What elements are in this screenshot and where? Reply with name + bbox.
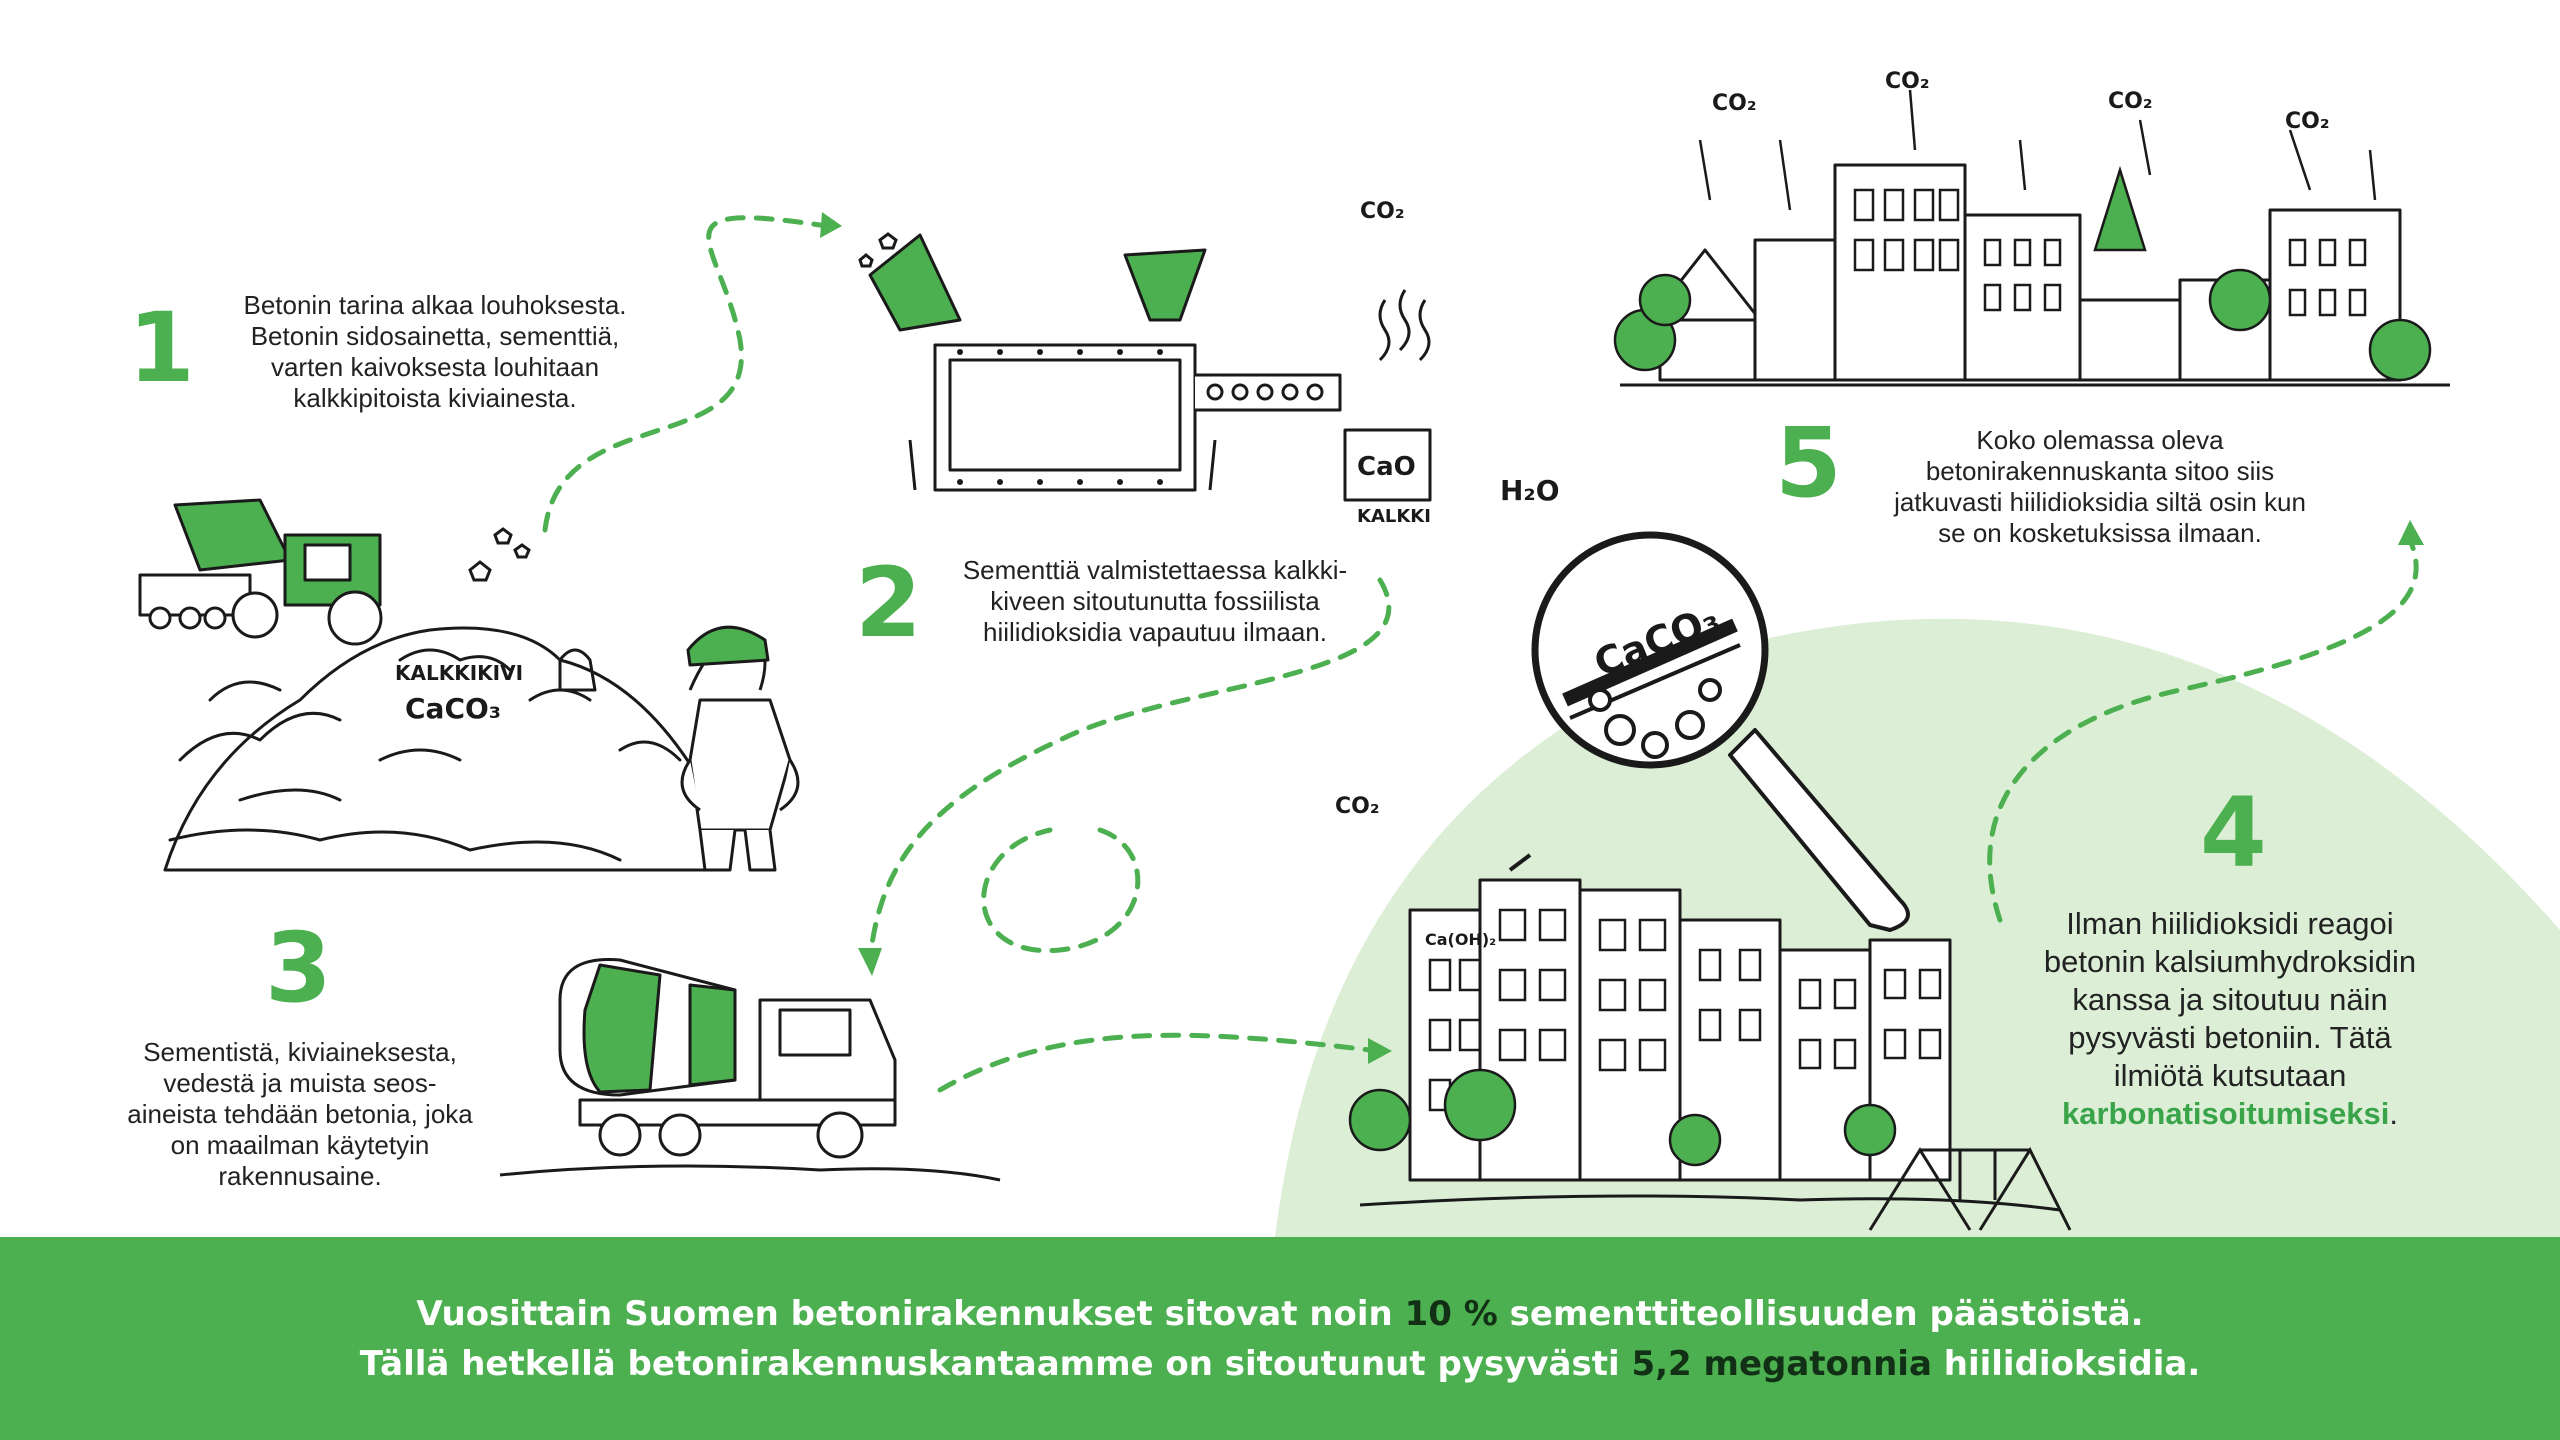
wheel-loader-icon [138,498,383,646]
illustration-canvas: KALKKIKIVI CaCO₃ CaO KALKKI CO₂ CO₂ CO₂ … [138,69,2560,1237]
flow-arrow-3-4 [937,1032,1373,1093]
flow-arrow-4-5 [1987,537,2419,923]
cement-kiln-icon [868,233,1432,502]
town-trees-icon [1613,165,2432,382]
building-windows [1428,908,1942,1112]
step-number-5: 5 [1775,407,1842,519]
flow-arrow-2-3 [867,577,1392,963]
step-number-2: 2 [855,547,922,659]
carbonation-term: karbonatisoitumiseksi [2062,1096,2390,1131]
footer-banner: Vuosittain Suomen betonirakennukset sito… [0,1237,2560,1440]
step-number-3: 3 [265,912,332,1024]
co2-label-town-2: CO₂ [1885,69,1929,94]
flow-loop [981,827,1141,954]
town-windows [1853,188,2367,317]
step-text-5: Koko olemassa oleva betonirakennuskanta … [1894,425,2306,548]
road-line [499,1164,1001,1182]
co2-label-town-3: CO₂ [2108,89,2152,114]
swing-icon [1868,1146,2072,1231]
flow-arrow-1-2 [542,215,823,533]
step-text-2: Sementtiä valmistettaessa kalkki-kiveen … [962,555,1348,647]
cao-label: CaO [1357,452,1416,482]
co2-label-town-4: CO₂ [2285,109,2329,134]
step-text-4: Ilman hiilidioksidi reagoi betonin kalsi… [2020,905,2440,1133]
limestone-label: KALKKIKIVI [395,661,523,685]
ground-line [1359,1194,2061,1212]
footer-percentage: 10 % [1404,1293,1498,1334]
steam-lines [1378,289,1431,362]
footer-line-2-start: Tällä hetkellä betonirakennuskantaamme o… [359,1343,1632,1384]
footer-line-1-start: Vuosittain Suomen betonirakennukset sito… [416,1293,1405,1334]
mixer-truck-icon [558,958,897,1159]
co2-label-building: CO₂ [1335,794,1379,819]
arrowhead-2 [858,948,882,976]
lime-label: KALKKI [1357,506,1431,527]
step-text-4-body: Ilman hiilidioksidi reagoi betonin kalsi… [2043,906,2417,1093]
rocks-icon [468,232,898,582]
kiln-studs [957,349,1163,485]
step-text-3: Sementistä, kiviaineksesta, vedestä ja m… [127,1037,473,1191]
footer-line-1-end: sementtiteollisuuden päästöistä. [1497,1293,2144,1334]
co2-label-town-1: CO₂ [1712,91,1756,116]
footer-line-1: Vuosittain Suomen betonirakennukset sito… [416,1289,2143,1339]
footer-megatonnes: 5,2 megatonnia [1631,1343,1932,1384]
step-text-4-end: . [2389,1096,2398,1131]
step-number-4: 4 [2200,777,2267,889]
co2-arrows [1698,89,2377,211]
arrowhead-1 [820,212,842,238]
footer-line-2-end: hiilidioksidia. [1931,1343,2201,1384]
worker-icon [680,625,800,872]
arrowhead-3 [1368,1038,1392,1064]
step-text-1: Betonin tarina alkaa louhoksesta. Betoni… [243,290,627,413]
quarry-scene [163,626,712,872]
h2o-label: H₂O [1500,474,1560,507]
trees-icon [1348,1068,1897,1167]
co2-label-kiln: CO₂ [1360,199,1404,224]
arrowhead-4 [2398,520,2424,545]
step-number-1: 1 [128,292,195,404]
magnifier-icon [1508,531,1910,932]
caco3-label-1: CaCO₃ [405,692,501,725]
town-buildings-icon [1648,163,2402,382]
footer-line-2: Tällä hetkellä betonirakennuskantaamme o… [360,1339,2201,1389]
caoh2-label: Ca(OH)₂ [1425,930,1496,949]
